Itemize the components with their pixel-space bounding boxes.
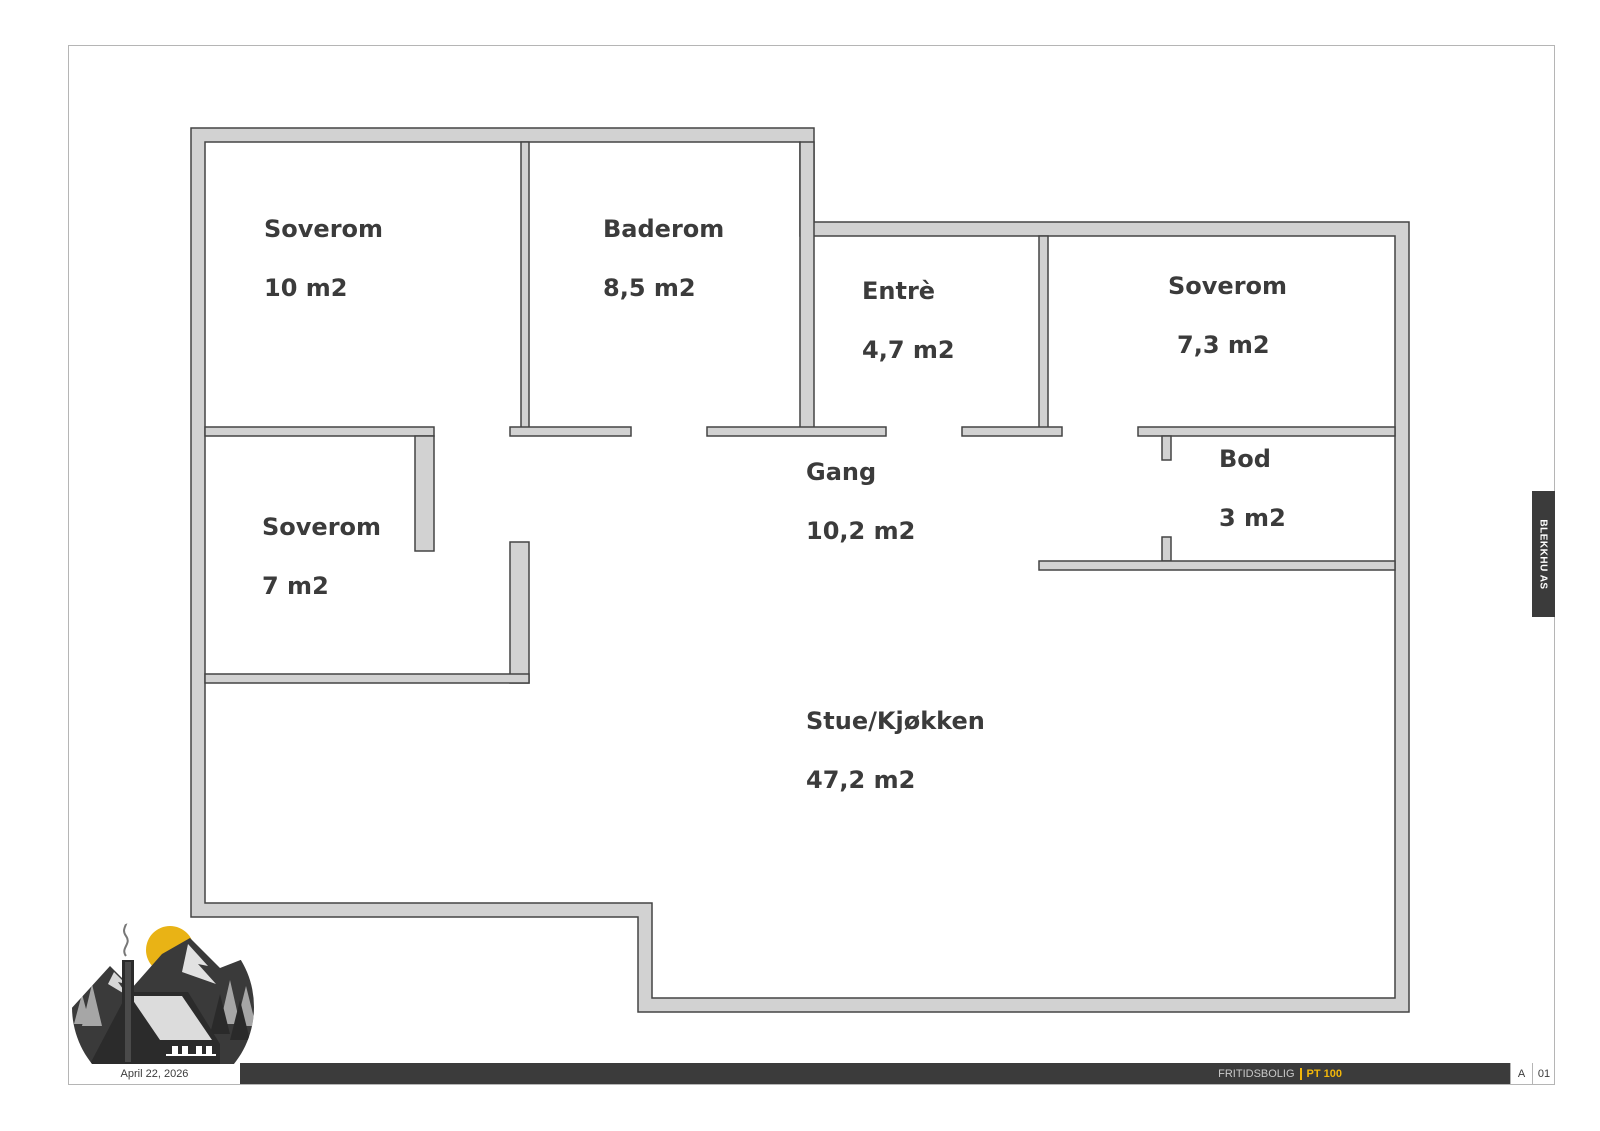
wall-h-4 [961, 426, 1063, 437]
wall-soverom-baderom [520, 141, 530, 432]
sheet-letter: A [1510, 1063, 1532, 1084]
drawing-date: April 22, 2026 [120, 1067, 189, 1080]
room-area-soverom-2: 7,3 m2 [1177, 331, 1270, 359]
wall-bedroom3-right-lower [509, 541, 530, 684]
wall-h-5 [1137, 426, 1396, 437]
company-name: BLEKKHU AS [1538, 518, 1549, 590]
footer-title-bar [240, 1063, 1510, 1084]
room-area-entre: 4,7 m2 [862, 336, 955, 364]
wall-entre-soverom [1038, 235, 1049, 432]
company-side-tab: BLEKKHU AS [1532, 491, 1555, 617]
room-area-baderom: 8,5 m2 [603, 274, 696, 302]
room-name-soverom-2: Soverom [1168, 272, 1288, 300]
cabin-mountain-sun-icon [72, 916, 254, 1064]
sheet-number: 01 [1532, 1063, 1555, 1084]
wall-bod-bottom [1038, 560, 1396, 571]
wall-bod-stub-top [1161, 435, 1172, 461]
room-name-bod: Bod [1219, 445, 1271, 473]
wall-h-3 [706, 426, 887, 437]
project-type: FRITIDSBOLIG [1218, 1067, 1295, 1080]
room-area-soverom-3: 7 m2 [262, 572, 329, 600]
room-name-baderom: Baderom [603, 215, 725, 243]
title-separator [1299, 1067, 1302, 1080]
room-name-gang: Gang [806, 458, 877, 486]
room-name-soverom-3: Soverom [262, 513, 382, 541]
room-name-entre: Entrè [862, 277, 936, 305]
project-code: PT 100 [1306, 1067, 1342, 1080]
room-area-bod: 3 m2 [1219, 504, 1286, 532]
room-name-soverom-1: Soverom [264, 215, 384, 243]
room-name-stue-kjokken: Stue/Kjøkken [806, 707, 985, 735]
room-area-stue-kjokken: 47,2 m2 [806, 766, 916, 794]
wall-h-2 [509, 426, 632, 437]
project-title: FRITIDSBOLIG PT 100 [1218, 1063, 1342, 1084]
wall-bedroom3-bottom [204, 673, 530, 684]
wall-bedroom3-right-upper [414, 435, 435, 552]
room-area-soverom-1: 10 m2 [264, 274, 348, 302]
wall-h-1 [204, 426, 435, 437]
wall-baderom-entre [799, 141, 815, 432]
room-area-gang: 10,2 m2 [806, 517, 916, 545]
wall-bod-stub-bottom [1161, 536, 1172, 562]
